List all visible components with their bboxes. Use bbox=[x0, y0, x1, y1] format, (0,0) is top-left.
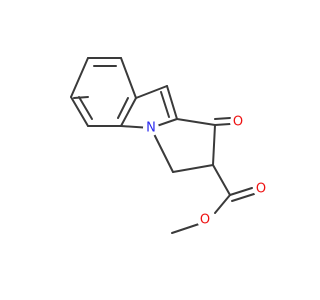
molecule-structure: N O O O bbox=[70, 57, 269, 234]
bond-benzene-double-c bbox=[117, 97, 129, 119]
bond-c1-o-ketone-a bbox=[214, 123, 231, 126]
ketone-oxygen-atom: O bbox=[230, 114, 246, 130]
bond-c2-c1 bbox=[176, 118, 216, 126]
bond-c3a-c3 bbox=[135, 85, 168, 99]
bond-cester-o-double-a bbox=[229, 187, 253, 196]
bond-c3-c2-double bbox=[160, 91, 170, 118]
ester-ether-oxygen-atom: O bbox=[197, 212, 213, 228]
atom-label-o-ester-ether: O bbox=[200, 213, 210, 228]
bond-benzene-1 bbox=[70, 57, 89, 98]
atoms: N O O O bbox=[143, 114, 269, 228]
bond-c1-c2r bbox=[212, 124, 216, 166]
bond-c3-c2 bbox=[166, 85, 178, 120]
atom-label-o-ester-carbonyl: O bbox=[256, 182, 266, 197]
bond-o-methyl bbox=[171, 223, 200, 234]
bond-c1-o-ketone-b bbox=[214, 117, 231, 120]
bond-benzene-4 bbox=[120, 97, 137, 127]
ester-carbonyl-oxygen-atom: O bbox=[253, 181, 269, 197]
bond-benzene-double-b bbox=[78, 96, 93, 120]
atom-label-o-ketone: O bbox=[233, 115, 243, 130]
bond-c2r-cester bbox=[212, 164, 231, 196]
bond-c2r-ch2 bbox=[172, 164, 214, 173]
bond-cester-o-single bbox=[214, 194, 231, 214]
nitrogen-atom: N bbox=[143, 120, 159, 136]
bond-benzene-2 bbox=[70, 96, 89, 127]
atom-label-n: N bbox=[146, 121, 156, 136]
bond-cester-o-double-b bbox=[231, 193, 255, 202]
bonds bbox=[70, 57, 255, 234]
bond-benzene-1 bbox=[73, 96, 89, 99]
bond-benzene-5 bbox=[120, 57, 137, 99]
bond-ch2-n bbox=[150, 127, 174, 173]
